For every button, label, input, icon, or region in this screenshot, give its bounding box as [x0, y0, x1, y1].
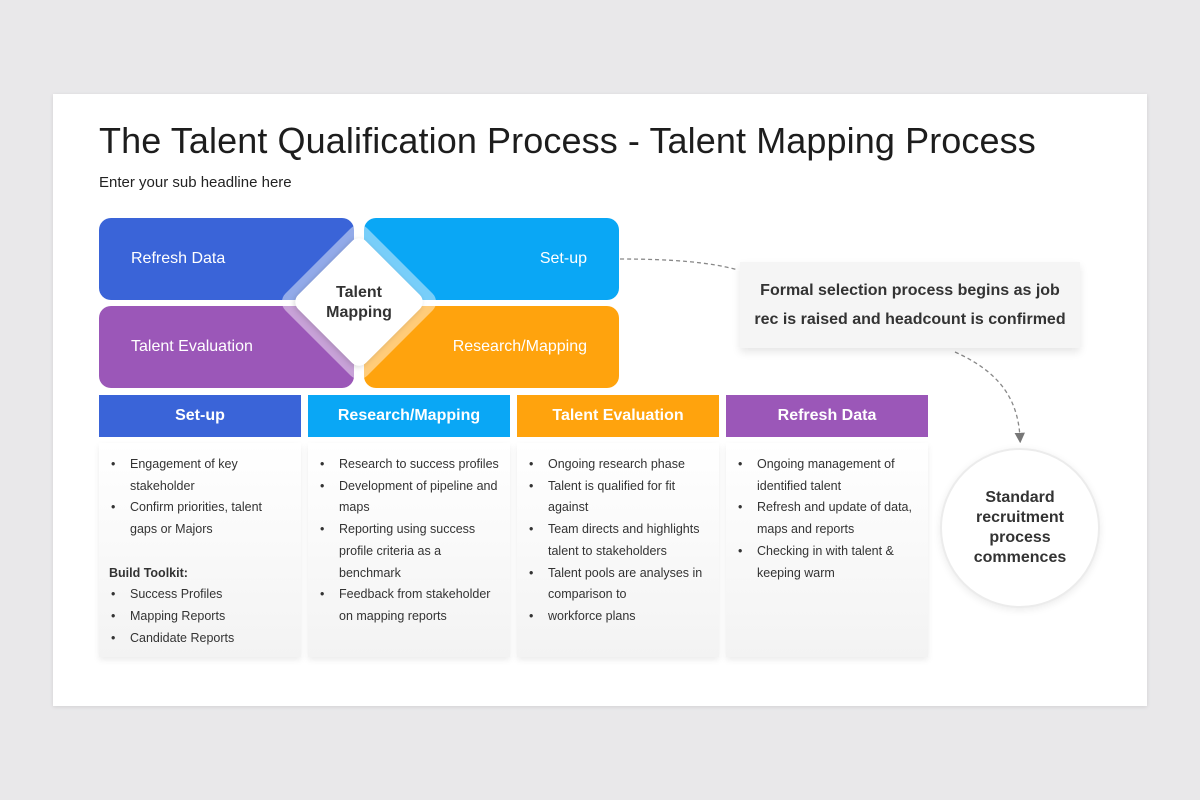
circle-line: recruitment — [975, 509, 1065, 526]
quadrant-setup-label: Set-up — [539, 250, 587, 267]
center-diamond-label: Talent Mapping — [299, 283, 419, 323]
page-subtitle: Enter your sub headline here — [99, 174, 292, 191]
column-talent-evaluation: Talent Evaluation Ongoing research phase… — [517, 395, 719, 657]
list-item: workforce plans — [527, 606, 713, 628]
list-item: Checking in with talent &keeping warm — [736, 541, 922, 584]
list-item: Candidate Reports — [109, 628, 295, 650]
column-research-mapping: Research/Mapping Research to success pro… — [308, 395, 510, 657]
callout-box: Formal selection process begins as job r… — [740, 262, 1080, 348]
column-header-research-mapping: Research/Mapping — [308, 395, 510, 437]
center-label-line: Talent — [336, 284, 382, 301]
list-item: Mapping Reports — [109, 606, 295, 628]
list-item: Research to success profiles — [318, 454, 504, 476]
page-title: The Talent Qualification Process - Talen… — [99, 120, 1036, 161]
column-body-research-mapping: Research to success profiles Development… — [308, 443, 510, 657]
column-body-talent-evaluation: Ongoing research phase Talent is qualifi… — [517, 443, 719, 657]
quadrant-talent-evaluation-label: Talent Evaluation — [131, 338, 253, 355]
toolkit-label: Build Toolkit: — [109, 565, 188, 580]
circle-line: Standard — [985, 489, 1055, 506]
toolkit-list: Success Profiles Mapping Reports Candida… — [109, 584, 295, 649]
quadrant-refresh-data-label: Refresh Data — [131, 250, 226, 267]
bullet-list: Ongoing research phase Talent is qualifi… — [527, 454, 713, 628]
column-header-setup: Set-up — [99, 395, 301, 437]
list-item: Success Profiles — [109, 584, 295, 606]
callout-line: Formal selection process begins as job — [760, 282, 1060, 299]
column-header-talent-evaluation: Talent Evaluation — [517, 395, 719, 437]
circle-line: commences — [973, 549, 1067, 566]
callout-line: rec is raised and headcount is confirmed — [754, 311, 1066, 328]
center-label-line: Mapping — [326, 304, 392, 321]
column-header-refresh-data: Refresh Data — [726, 395, 928, 437]
list-item: Ongoing research phase — [527, 454, 713, 476]
quadrant-research-mapping: Research/Mapping — [364, 306, 619, 388]
standard-process-circle: Standard recruitment process commences — [940, 448, 1100, 608]
quadrant-research-mapping-label: Research/Mapping — [452, 338, 587, 355]
bullet-list: Research to success profiles Development… — [318, 454, 504, 628]
circle-line: process — [989, 529, 1051, 546]
list-item: Refresh and update of data,maps and repo… — [736, 497, 922, 540]
column-refresh-data: Refresh Data Ongoing management ofidenti… — [726, 395, 928, 657]
